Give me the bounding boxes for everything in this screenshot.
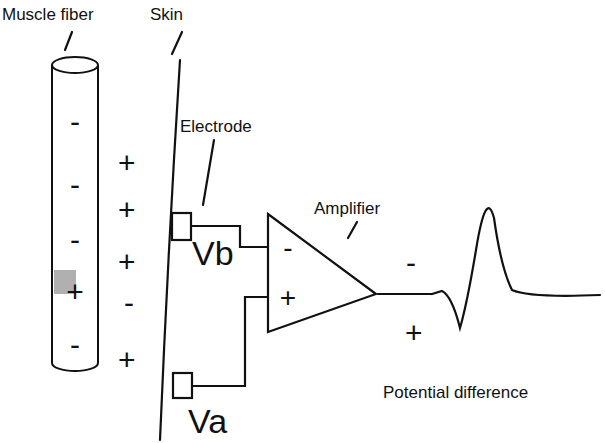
leader-line xyxy=(172,32,182,54)
polarity-sign: - xyxy=(406,248,416,278)
electrode xyxy=(173,373,192,398)
leader-line xyxy=(348,222,357,238)
amplifier-symbol: -+ xyxy=(266,212,378,334)
charge-sign: - xyxy=(124,288,134,318)
wire xyxy=(378,293,432,295)
label-text: Amplifier xyxy=(314,200,380,217)
charge-sign: - xyxy=(50,170,100,200)
label-text: Skin xyxy=(150,6,183,23)
label-text: Potential difference xyxy=(383,384,528,401)
charge-sign: - xyxy=(50,330,100,360)
charge-sign: - xyxy=(50,107,100,137)
fiber-end xyxy=(52,57,98,73)
charge-sign: - xyxy=(50,225,100,255)
charge-sign: + xyxy=(276,284,300,312)
charge-sign: + xyxy=(118,195,136,225)
charge-sign: + xyxy=(118,247,136,277)
node-outline xyxy=(50,55,100,375)
leader-line xyxy=(203,140,214,205)
electrode xyxy=(172,213,191,240)
leader-line xyxy=(65,32,72,50)
node-outline xyxy=(266,212,378,334)
amplifier-triangle xyxy=(268,214,376,332)
charge-sign: + xyxy=(118,148,136,178)
charge-sign: - xyxy=(276,234,300,262)
charge-sign: + xyxy=(50,277,100,307)
wire xyxy=(192,297,268,386)
voltage-label: Vb xyxy=(192,236,234,270)
muscle-fiber: - - - + - xyxy=(50,55,100,375)
polarity-sign: + xyxy=(405,318,423,348)
label-text: Electrode xyxy=(180,118,252,135)
charge-sign: + xyxy=(118,345,136,375)
waveform xyxy=(432,208,600,328)
label-text: Muscle fiber xyxy=(2,6,94,23)
voltage-label: Va xyxy=(188,404,227,438)
